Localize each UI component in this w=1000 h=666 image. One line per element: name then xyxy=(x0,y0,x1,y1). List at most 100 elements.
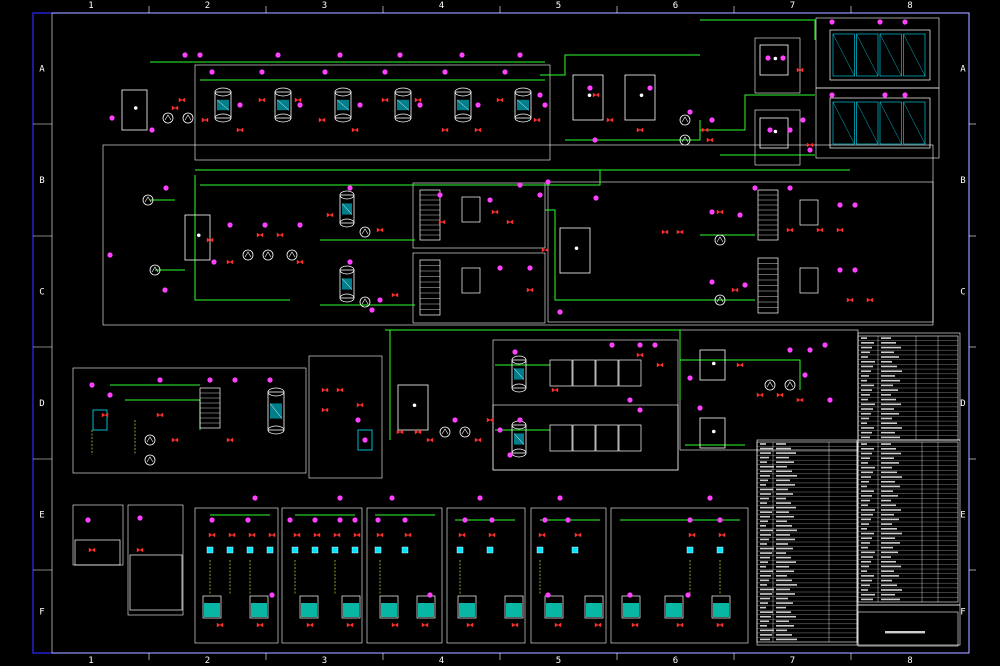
instrument-table-cell-mark xyxy=(760,443,766,445)
instrument-bubble xyxy=(382,69,388,75)
pump xyxy=(459,426,471,438)
symbol-table-cell-mark xyxy=(861,476,871,478)
instrument-table-cell-mark xyxy=(776,593,795,595)
valve xyxy=(321,407,329,413)
equipment xyxy=(74,29,931,619)
equipment-table-cell-mark xyxy=(861,427,874,429)
symbol-table-cell-mark xyxy=(881,448,896,450)
equipment-table-cell-mark xyxy=(861,408,873,410)
section-frame xyxy=(610,507,749,644)
equipment-table-cell-mark xyxy=(881,360,892,363)
instrument-bubble xyxy=(107,252,113,258)
pump-impeller xyxy=(441,428,449,435)
instrument-bubble xyxy=(347,185,353,191)
filter-press-chamber xyxy=(595,424,619,452)
instrument-bubble xyxy=(627,592,633,598)
symbol-table-cell-mark xyxy=(881,466,892,469)
symbol-table-cell-mark xyxy=(861,579,872,582)
row-label: C xyxy=(39,288,44,298)
row-label: E xyxy=(39,511,44,521)
instrument-table-cell-mark xyxy=(760,638,770,641)
filter-press-chamber xyxy=(595,359,619,387)
valve xyxy=(636,352,644,358)
membrane-rack-element-diag xyxy=(879,33,902,77)
equipment-table-cell-mark xyxy=(881,436,900,439)
instrument-table-cell-mark xyxy=(776,629,787,632)
symbol-table-cell-mark xyxy=(881,589,902,591)
instrument-table-cell-mark xyxy=(776,452,796,454)
symbol-table-cell-mark xyxy=(861,589,868,591)
instrument-bubble xyxy=(837,267,843,273)
valve xyxy=(551,387,559,393)
valve xyxy=(756,392,764,398)
valve xyxy=(486,417,494,423)
instrument-table-cell-mark xyxy=(760,584,767,586)
instrument-bubble xyxy=(297,222,303,228)
pump-impeller xyxy=(681,116,689,123)
dosing-tank-level xyxy=(546,603,562,617)
valve xyxy=(171,437,179,443)
symbol-table-cell-mark xyxy=(881,443,891,445)
symbol-table-cell-mark xyxy=(881,575,899,577)
instrument-bubble xyxy=(369,307,375,313)
legend-tables xyxy=(756,335,959,647)
pump-impeller xyxy=(151,266,159,273)
column-label: 5 xyxy=(556,1,561,11)
stripper-column-packing-hatch xyxy=(269,403,283,419)
pump-impeller xyxy=(184,114,192,121)
dosing-tank xyxy=(416,595,436,619)
symbol-table-cell-mark xyxy=(881,570,894,572)
filter-unit-a-mark xyxy=(773,56,778,61)
adsorber-column-top-head xyxy=(334,87,352,97)
row-label: B xyxy=(960,176,965,186)
symbol-table-cell-mark xyxy=(881,518,899,521)
instrument-table-cell-mark xyxy=(776,611,791,613)
dosing-tank xyxy=(711,595,731,619)
valve xyxy=(458,532,466,538)
instrument-bubble xyxy=(355,417,361,423)
dosing-tank xyxy=(341,595,361,619)
instrument-table-cell-mark xyxy=(776,443,786,445)
instrument-table-cell-mark xyxy=(760,497,769,500)
instrument-bubble xyxy=(227,222,233,228)
instrument-table-cell-mark xyxy=(760,515,770,518)
buffer-tank-a xyxy=(572,74,604,121)
symbol-table-cell-mark xyxy=(881,509,901,511)
instrument-bubble xyxy=(902,92,908,98)
adsorber-column-top-head xyxy=(274,87,292,97)
instrument-table-cell-mark xyxy=(776,556,791,559)
pump-impeller xyxy=(146,456,154,463)
scrubber-column xyxy=(511,355,527,393)
adsorber-column xyxy=(214,87,232,123)
pipe-line xyxy=(385,329,681,400)
valve xyxy=(206,237,214,243)
valve xyxy=(404,532,412,538)
valve xyxy=(506,219,514,225)
column-label: 7 xyxy=(790,656,795,666)
filter-press-chamber xyxy=(618,424,642,452)
equipment-table-cell-mark xyxy=(861,389,872,391)
symbol-table-cell-mark xyxy=(861,480,869,483)
storage-drum xyxy=(92,409,108,431)
equipment-table-cell-mark xyxy=(861,394,870,396)
instrument-bubble xyxy=(157,377,163,383)
filter-press xyxy=(549,424,642,452)
instrument-table-cell-mark xyxy=(776,565,789,568)
valve xyxy=(636,127,644,133)
filter-unit-a xyxy=(759,44,789,76)
filter-unit-b-body xyxy=(759,117,789,149)
pump xyxy=(764,379,776,391)
symbol-table-cell-mark xyxy=(861,570,867,572)
membrane-rack-element xyxy=(903,33,926,77)
dosing-tank xyxy=(379,595,399,619)
feed-tank-body xyxy=(121,89,148,131)
equipment-table-cell-mark xyxy=(881,351,894,354)
feed-tank xyxy=(121,89,148,131)
instrument-table-cell-mark xyxy=(760,525,766,527)
scrubber-column xyxy=(511,420,527,458)
section-frame xyxy=(366,507,443,644)
pump xyxy=(286,249,298,261)
drawing-border xyxy=(32,6,976,660)
adsorber-column-bottom-head xyxy=(454,113,472,123)
instrument-bubble xyxy=(352,517,358,523)
